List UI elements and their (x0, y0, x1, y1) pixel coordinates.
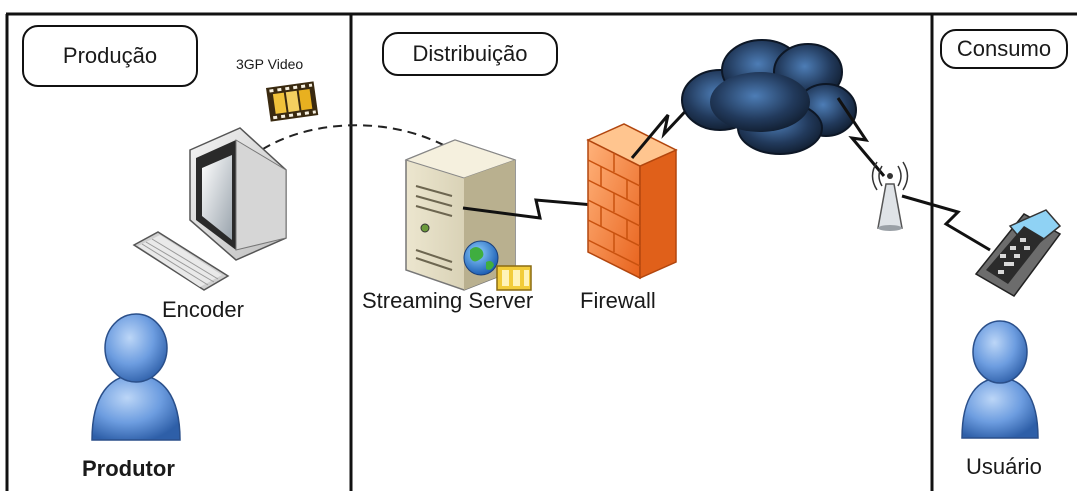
person-icon (91, 313, 181, 441)
firewall-icon (586, 123, 678, 280)
section-title-producao: Produção (22, 25, 198, 87)
cloud-icon (681, 39, 857, 155)
mobile-phone-icon (974, 209, 1062, 297)
antenna-to-phone-link (901, 194, 991, 252)
firewall-label: Firewall (580, 288, 656, 313)
user-label: Usuário (966, 454, 1042, 479)
encoder-to-server-link (249, 124, 469, 161)
server-to-firewall-link (462, 198, 629, 220)
streaming-server-label: Streaming Server (362, 288, 534, 313)
keyboard-icon (132, 231, 230, 291)
computer-monitor-icon (189, 127, 287, 261)
video-folder-icon (496, 265, 532, 291)
firewall-to-cloud-link (630, 98, 698, 159)
cloud-to-antenna-link (836, 97, 886, 177)
producer-label: Produtor (82, 456, 175, 481)
film-strip-icon (266, 81, 319, 122)
globe-icon (463, 240, 499, 276)
section-title-distribuicao: Distribuição (382, 32, 558, 76)
video-label: 3GP Video (236, 56, 304, 72)
section-frame (5, 12, 1077, 491)
person-icon (961, 320, 1039, 439)
encoder-label: Encoder (162, 297, 244, 322)
antenna-icon (871, 161, 909, 231)
section-title-consumo: Consumo (940, 29, 1068, 69)
